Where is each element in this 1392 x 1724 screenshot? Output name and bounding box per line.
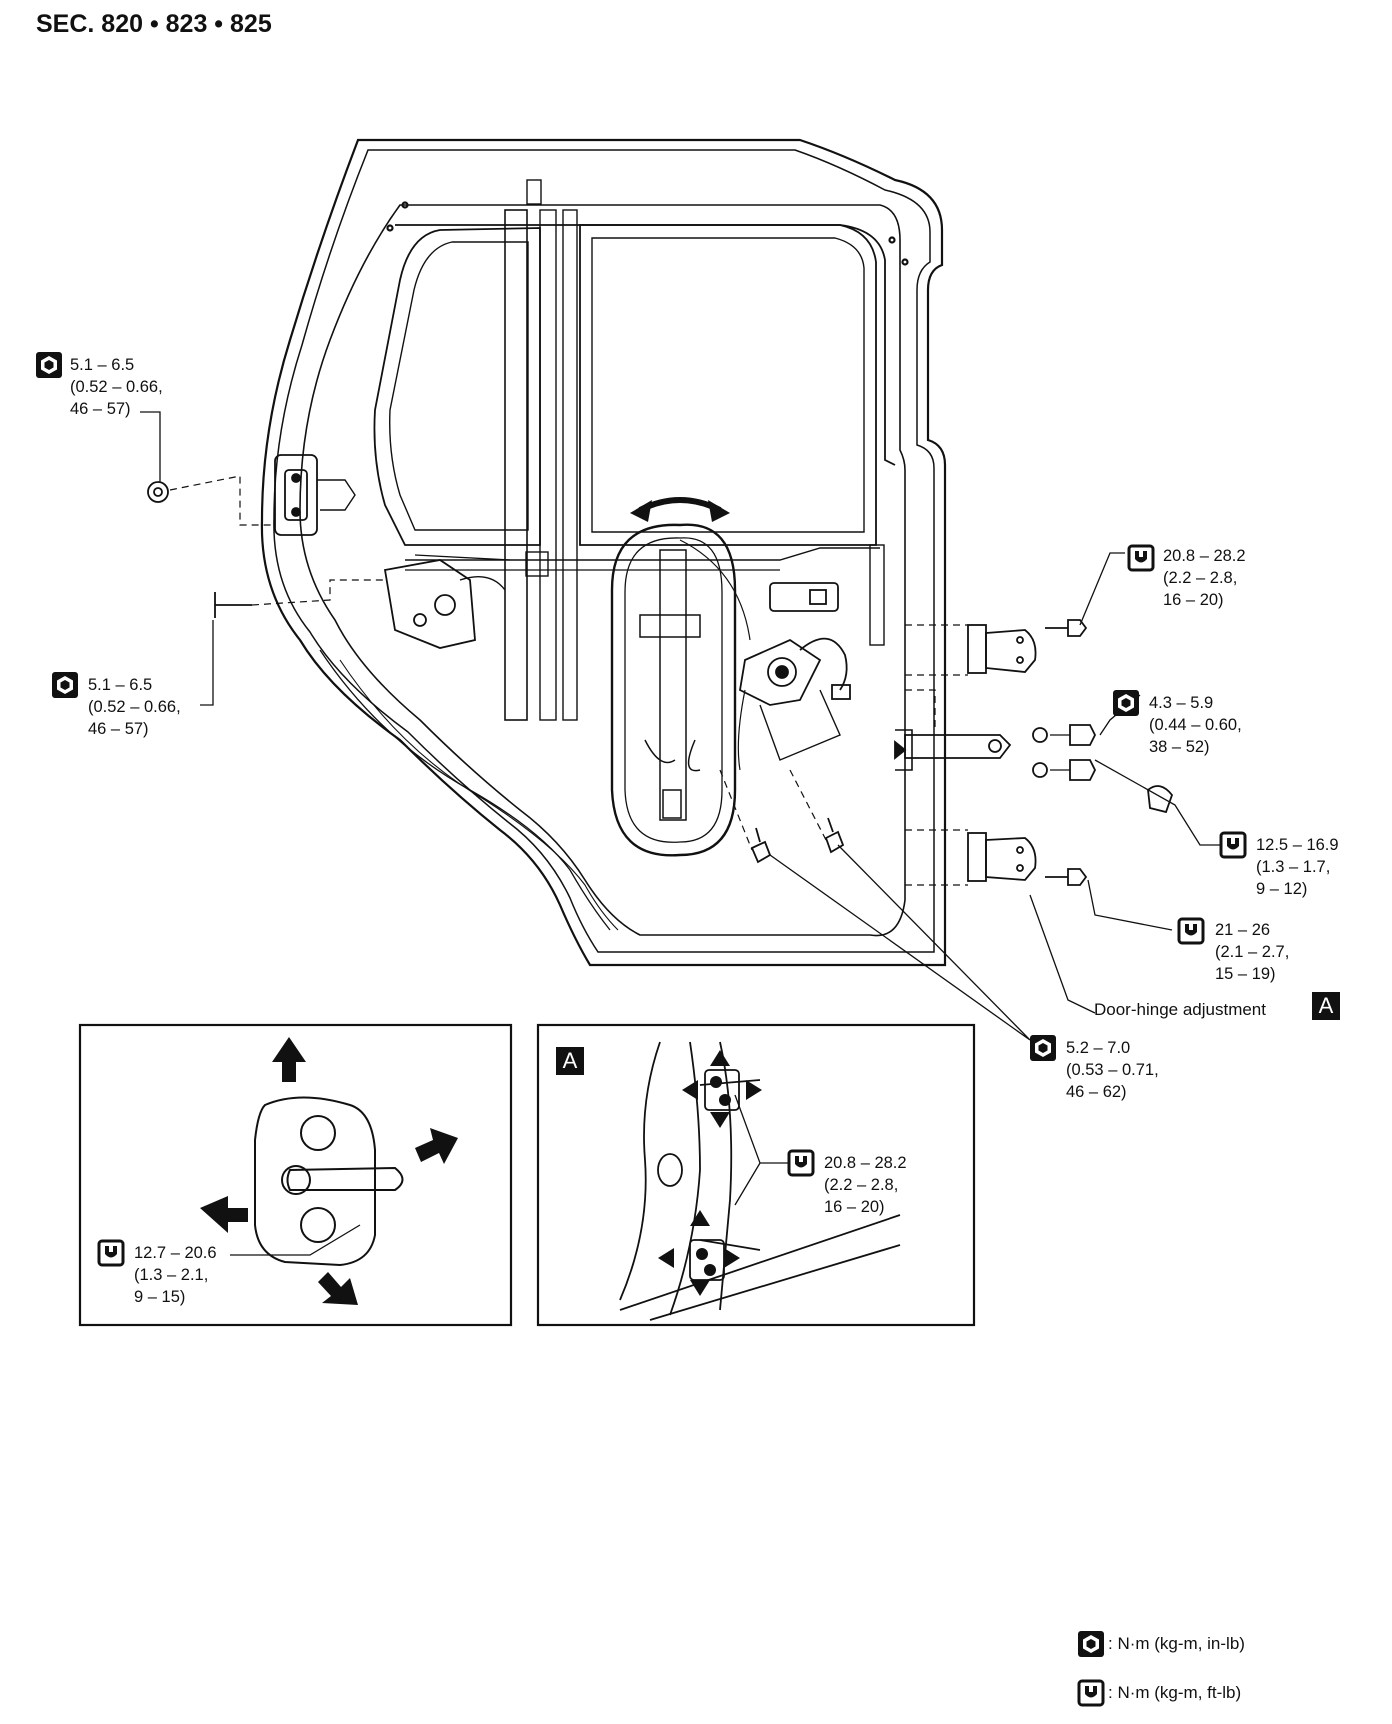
open-wrench-icon	[97, 1239, 125, 1267]
torque-imperial: 46 – 57)	[88, 720, 149, 738]
torque-value: 5.1 – 6.5	[70, 356, 135, 374]
torque-imperial: 16 – 20)	[824, 1198, 885, 1216]
torque-metric: (0.52 – 0.66,	[70, 378, 163, 396]
torque-metric: (1.3 – 2.1,	[134, 1266, 209, 1284]
open-wrench-icon	[1219, 831, 1247, 859]
torque-value: 20.8 – 28.2	[824, 1154, 907, 1172]
torque-imperial: 15 – 19)	[1215, 965, 1276, 983]
torque-value: 12.7 – 20.6	[134, 1244, 217, 1262]
torque-imperial: 16 – 20)	[1163, 591, 1224, 609]
inset-a-tag: A	[556, 1047, 584, 1075]
torque-callout: 21 – 26 (2.1 – 2.7, 15 – 19)	[1215, 919, 1289, 985]
torque-callout: 20.8 – 28.2 (2.2 – 2.8, 16 – 20)	[1163, 545, 1246, 611]
open-wrench-icon	[1177, 917, 1205, 945]
door-hinges	[147, 481, 1174, 886]
torque-callout: 5.1 – 6.5 (0.52 – 0.66, 46 – 57)	[88, 674, 181, 740]
socket-wrench-icon	[1113, 690, 1139, 716]
torque-value: 4.3 – 5.9	[1149, 694, 1214, 712]
torque-metric: (0.44 – 0.60,	[1149, 716, 1242, 734]
socket-wrench-icon	[52, 672, 78, 698]
striker-inset	[78, 1023, 513, 1327]
torque-value: 12.5 – 16.9	[1256, 836, 1339, 854]
regulator-motor	[737, 582, 851, 771]
torque-value: 5.1 – 6.5	[88, 676, 153, 694]
torque-metric: (2.2 – 2.8,	[1163, 569, 1238, 587]
door-lock-assembly	[274, 454, 511, 649]
socket-wrench-icon	[1030, 1035, 1056, 1061]
torque-callout: 5.1 – 6.5 (0.52 – 0.66, 46 – 57)	[70, 354, 163, 420]
torque-value: 5.2 – 7.0	[1066, 1039, 1131, 1057]
torque-value: 20.8 – 28.2	[1163, 547, 1246, 565]
torque-metric: (0.53 – 0.71,	[1066, 1061, 1159, 1079]
socket-wrench-icon	[1078, 1631, 1104, 1657]
leader-lines	[140, 411, 1220, 1256]
torque-metric: (2.2 – 2.8,	[824, 1176, 899, 1194]
torque-imperial: 9 – 15)	[134, 1288, 186, 1306]
door-panel	[260, 138, 947, 967]
torque-callout: 4.3 – 5.9 (0.44 – 0.60, 38 – 52)	[1149, 692, 1242, 758]
torque-metric: (1.3 – 1.7,	[1256, 858, 1331, 876]
legend-in-lb: : N·m (kg-m, in-lb)	[1108, 1634, 1245, 1653]
hinge-inset	[536, 1023, 976, 1327]
torque-callout: 20.8 – 28.2 (2.2 – 2.8, 16 – 20)	[824, 1152, 907, 1218]
torque-imperial: 38 – 52)	[1149, 738, 1210, 756]
torque-callout: 5.2 – 7.0 (0.53 – 0.71, 46 – 62)	[1066, 1037, 1159, 1103]
torque-metric: (2.1 – 2.7,	[1215, 943, 1290, 961]
torque-callout: 12.7 – 20.6 (1.3 – 2.1, 9 – 15)	[134, 1242, 217, 1308]
torque-imperial: 9 – 12)	[1256, 880, 1308, 898]
view-a-tag: A	[1312, 992, 1340, 1020]
open-wrench-icon	[1077, 1679, 1105, 1707]
torque-metric: (0.52 – 0.66,	[88, 698, 181, 716]
open-wrench-icon	[1127, 544, 1155, 572]
projection-lines	[169, 475, 968, 886]
torque-imperial: 46 – 57)	[70, 400, 131, 418]
legend-ft-lb: : N·m (kg-m, ft-lb)	[1108, 1683, 1242, 1702]
open-wrench-icon	[787, 1149, 815, 1177]
torque-callout: 12.5 – 16.9 (1.3 – 1.7, 9 – 12)	[1256, 834, 1339, 900]
door-hinge-adjustment-label: Door-hinge adjustment	[1094, 1000, 1266, 1019]
window-regulator	[610, 497, 751, 857]
torque-value: 21 – 26	[1215, 921, 1271, 939]
socket-wrench-icon	[36, 352, 62, 378]
section-title: SEC. 820 • 823 • 825	[36, 10, 272, 38]
torque-imperial: 46 – 62)	[1066, 1083, 1127, 1101]
